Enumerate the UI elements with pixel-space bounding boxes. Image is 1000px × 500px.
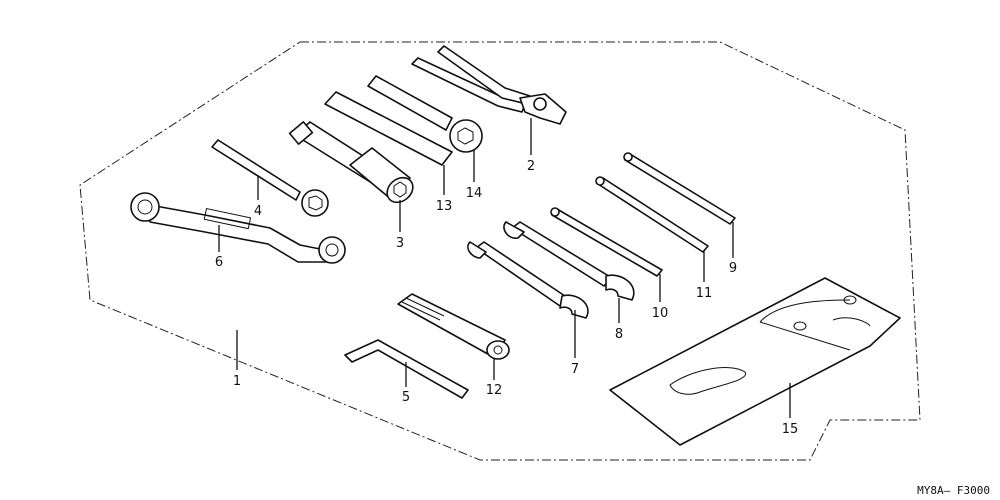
tool-bag <box>609 277 901 446</box>
part-label-12: 12 <box>486 383 503 398</box>
part-label-11: 11 <box>696 286 713 301</box>
part-label-9: 9 <box>729 261 737 276</box>
open-end-wrench-large <box>503 221 635 301</box>
socket-wrench <box>288 121 414 204</box>
hex-key <box>344 339 469 399</box>
pliers <box>411 45 567 125</box>
open-end-wrench-small <box>467 241 589 319</box>
part-label-10: 10 <box>652 306 669 321</box>
part-label-6: 6 <box>215 255 223 270</box>
part-label-13: 13 <box>436 199 453 214</box>
screwdriver-large <box>550 207 663 277</box>
flat-box-wrench <box>211 139 329 217</box>
part-label-14: 14 <box>466 186 483 201</box>
part-label-3: 3 <box>396 236 404 251</box>
screwdriver-small <box>623 152 736 225</box>
part-label-4: 4 <box>254 204 262 219</box>
box-end-wrench <box>130 192 346 264</box>
part-label-15: 15 <box>782 422 799 437</box>
part-label-2: 2 <box>527 159 535 174</box>
part-label-7: 7 <box>571 362 579 377</box>
drawing-code: MY8A— F3000 <box>917 484 990 497</box>
extension-bar <box>324 91 453 166</box>
kit-boundary <box>79 41 921 461</box>
screwdriver-medium <box>595 176 709 253</box>
part-label-1: 1 <box>233 374 241 389</box>
part-label-5: 5 <box>402 390 410 405</box>
screwdriver-handle <box>397 293 510 360</box>
hex-box-wrench <box>367 75 483 153</box>
part-label-8: 8 <box>615 327 623 342</box>
